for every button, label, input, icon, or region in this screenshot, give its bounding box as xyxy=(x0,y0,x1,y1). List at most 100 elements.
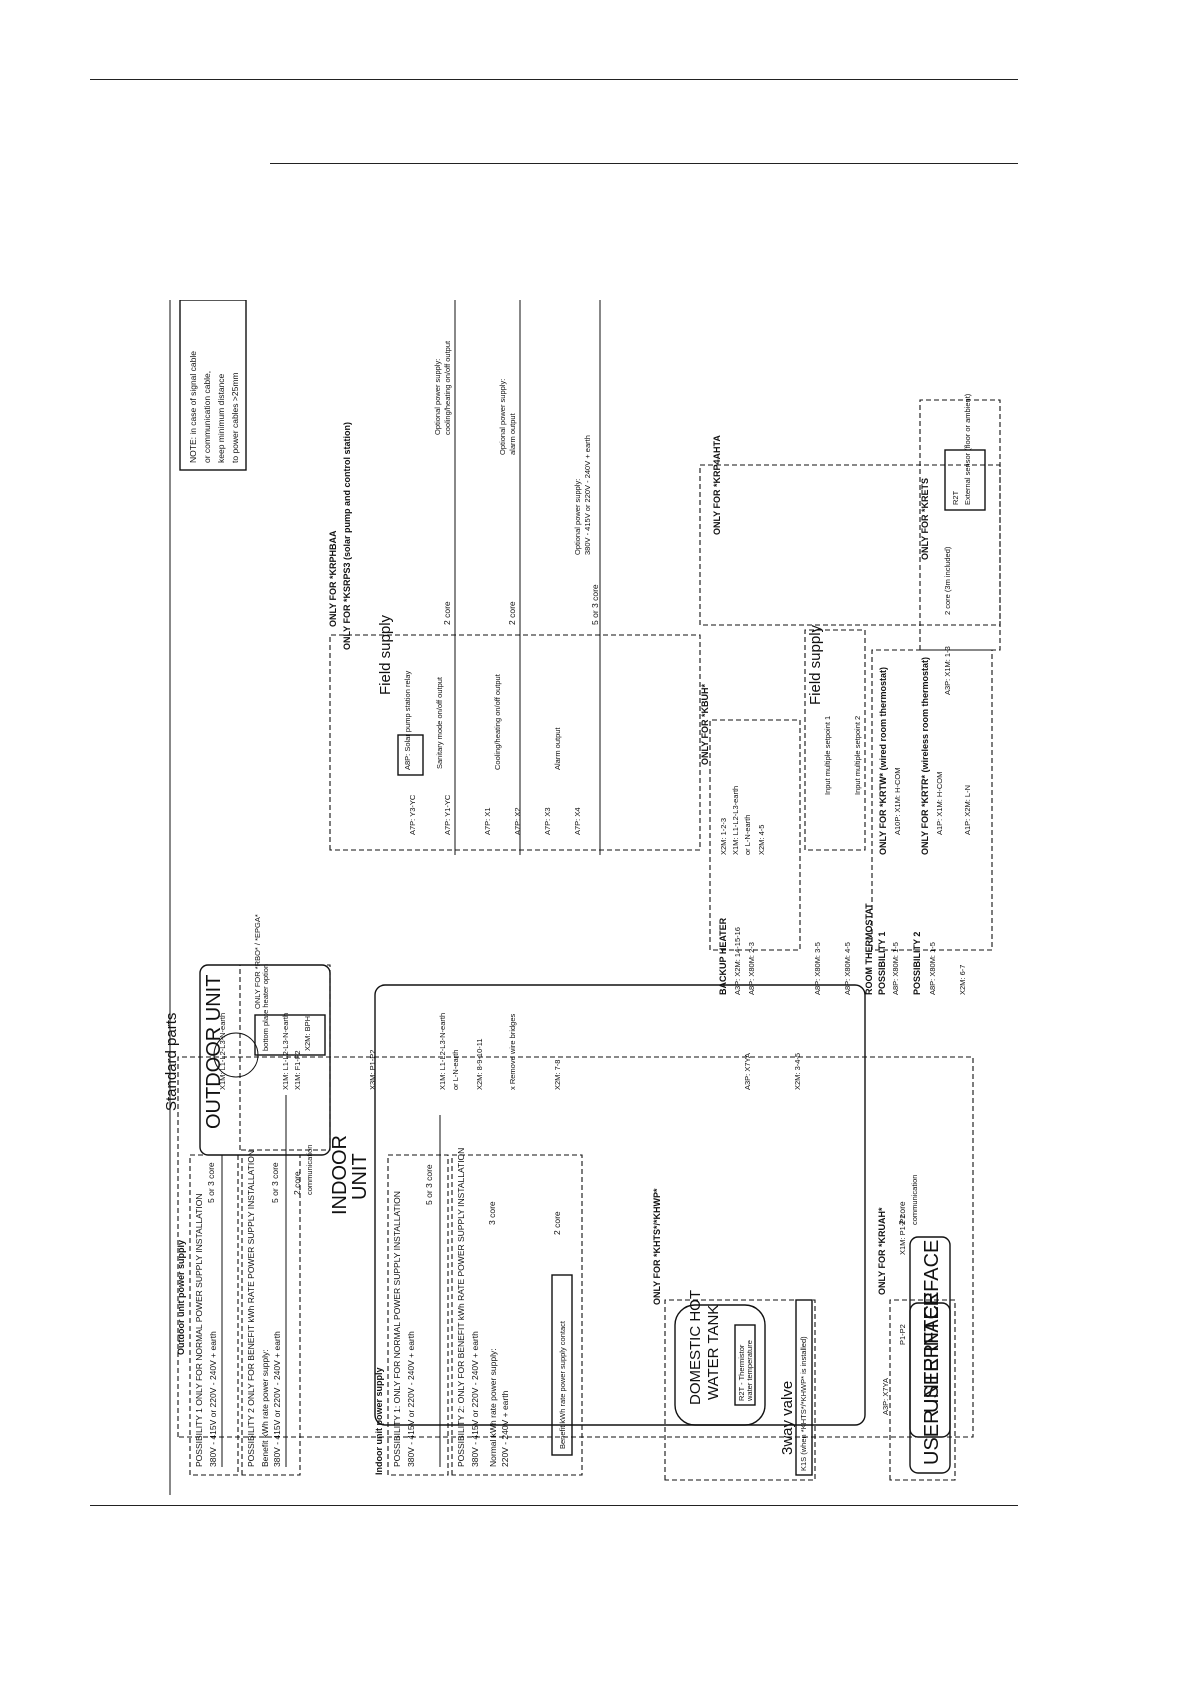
standard-parts-outline xyxy=(177,1056,974,1438)
r2t-ext: R2T xyxy=(951,490,960,505)
x2m-345: X2M: 3-4-5 xyxy=(793,1053,802,1090)
a1p-ln: A1P: X2M: L-N xyxy=(963,785,972,835)
benefit-v: 380V - 415V or 220V - 240V + earth xyxy=(272,1331,282,1467)
field-supply-2: Field supply xyxy=(807,624,824,705)
x1m-p1p2-label: X1M: P1-P2 xyxy=(898,1215,907,1255)
wiring-diagram-svg: NOTE: in case of signal cable or communi… xyxy=(163,300,1001,1495)
a8p-x80m-15b: A8P: X80M: 1-5 xyxy=(928,942,937,995)
user-interface-opt-label: USER INTERFACE xyxy=(921,1292,943,1465)
poss2-indoor-v: 380V - 415V or 220V - 240V + earth xyxy=(470,1331,480,1467)
poss1-indoor: POSSIBILITY 1: ONLY FOR NORMAL POWER SUP… xyxy=(392,1191,402,1467)
indoor-unit-box: INDOOR UNIT xyxy=(329,984,866,1426)
poss2-outdoor: POSSIBILITY 2 ONLY FOR BENEFIT kWh RATE … xyxy=(246,1150,256,1467)
dhw-label-2: WATER TANK xyxy=(705,1305,722,1400)
a7p-x4: A7P: X4 xyxy=(573,807,582,835)
input-sp2: Input multiple setpoint 2 xyxy=(853,716,862,795)
a7p-x2: A7P: X2 xyxy=(513,807,522,835)
poss1-indoor-v: 380V - 415V or 220V - 240V + earth xyxy=(406,1331,416,1467)
normal-supply: Normal kWh rate power supply: xyxy=(488,1348,498,1467)
only-krets: ONLY FOR *KRETS xyxy=(920,478,930,560)
opt-kbuh2: 380V - 415V or 220V - 240V + earth xyxy=(583,435,592,555)
two-core-comm: 2 core xyxy=(897,1201,907,1225)
bottom-rule xyxy=(90,1505,1018,1506)
opt-kbuh: Optional power supply: xyxy=(573,479,582,555)
user-interface-optional: ONLY FOR *KRUAH* USER INTERFACE P1-P2 2 … xyxy=(877,1175,956,1481)
a3p-x2m: A3P: X2M: 14-15-16 xyxy=(733,927,742,995)
field-supply-1: Field supply xyxy=(377,614,394,695)
note-line-4: to power cables >25mm xyxy=(230,373,240,463)
p1p2-label: P1-P2 xyxy=(898,1324,907,1345)
only-kbuh: ONLY FOR *KBUH* xyxy=(700,683,710,765)
poss1-outdoor: POSSIBILITY 1 ONLY FOR NORMAL POWER SUPP… xyxy=(194,1194,204,1468)
note-line-3: keep minimum distance xyxy=(216,373,226,463)
normal-v: 220V - 240V + earth xyxy=(500,1390,510,1467)
input-sp1: Input multiple setpoint 1 xyxy=(823,716,832,795)
opt-cool: Optional power supply: xyxy=(433,359,442,435)
x2m-8-11: X2M: 8-9-10-11 xyxy=(475,1038,484,1090)
indoor-unit-label-1: INDOOR xyxy=(329,1135,351,1215)
x1m-kbuh2: or L-N-earth xyxy=(743,815,752,855)
note-box: NOTE: in case of signal cable or communi… xyxy=(179,300,247,471)
a7p-x3: A7P: X3 xyxy=(543,807,552,835)
x2m-bph: X2M: BPH xyxy=(303,1016,312,1051)
two-core-3m: 2 core (3m included) xyxy=(943,546,952,615)
note-line-2: or communication cable, xyxy=(202,371,212,463)
only-krua: ONLY FOR *KRUAH* xyxy=(877,1207,887,1295)
x2m-123: X2M: 1-2-3 xyxy=(719,818,728,855)
wiring-diagram: NOTE: in case of signal cable or communi… xyxy=(160,300,1030,1495)
five-or-three-1: 5 or 3 core xyxy=(206,1162,216,1203)
a1p-hcom: A1P: X1M: H-COM xyxy=(935,772,944,835)
a8p-x80m-35: A8P: X80M: 3-5 xyxy=(813,942,822,995)
a8p-x80m-15: A8P: X80M: 1-5 xyxy=(891,942,900,995)
a3p-13: A3P: X1M: 1-3 xyxy=(943,646,952,695)
outdoor-power-supply: Outdoor unit power supply POSSIBILITY 1 … xyxy=(176,1013,302,1476)
only-ekhts: ONLY FOR *KHTS*/*KHWP* xyxy=(652,1188,662,1305)
options-ksrps3: ONLY FOR *KRPHBAA ONLY FOR *KSRPS3 (sola… xyxy=(328,422,701,851)
only-rpi: ONLY FOR *KRPHBAA xyxy=(328,530,338,627)
outdoor-dotted-area xyxy=(239,964,331,1151)
a3p-x7ya: A3P: X7YA xyxy=(881,1378,890,1415)
user-interface-label: USER INTERFACE xyxy=(921,1240,943,1413)
cooling-heating-label: Cooling/heating on/off output xyxy=(493,673,502,770)
possibility-1: POSSIBILITY 1 xyxy=(877,932,887,995)
five-or-three-2: 5 or 3 core xyxy=(270,1162,280,1203)
only-rbo: ONLY FOR *RBO* / *EPGA* xyxy=(253,914,262,1009)
backup-heater: BACKUP HEATER xyxy=(718,917,728,995)
poss1-outdoor-v: 380V - 415V or 220V - 240V + earth xyxy=(208,1331,218,1467)
bottom-plate-heater: ONLY FOR *RBO* / *EPGA* bottom plate hea… xyxy=(253,914,326,1056)
options-krets: ONLY FOR *KRETS 2 core (3m included) R2T… xyxy=(919,393,1001,651)
water-temp: water temperature xyxy=(745,1340,754,1402)
alarm-output-label: Alarm output xyxy=(553,727,562,770)
optional-supplies: Optional power supply: cooling/heating o… xyxy=(433,300,601,855)
x1m-l1-indoor: X1M: L1-L2-L3-N-earth xyxy=(438,1013,447,1090)
five-or-three-opt: 5 or 3 core xyxy=(590,584,600,625)
two-core-opt1: 2 core xyxy=(442,601,452,625)
x1m-l1-1: X1M: L1-L2-L3-N-earth xyxy=(218,1013,227,1090)
indoor-power-supply: Indoor unit power supply POSSIBILITY 1: … xyxy=(374,1013,583,1476)
opt-alarm: Optional power supply: xyxy=(498,379,507,455)
top-rule xyxy=(90,79,1018,80)
remove-bridges: x Remove wire bridges xyxy=(508,1013,517,1090)
x1m-l2-indoor: or L-N-earth xyxy=(451,1050,460,1090)
only-krtw: ONLY FOR *KRTW* (wired room thermostat) xyxy=(878,667,888,855)
indoor-unit-label-2: UNIT xyxy=(349,1153,371,1200)
only-krpahta: ONLY FOR *KRP4AHTA xyxy=(712,435,722,535)
a10p-hcom: A10P: X1M: H-COM xyxy=(893,767,902,835)
ext-sensor: External sensor (floor or ambient) xyxy=(963,393,972,505)
possibility-2: POSSIBILITY 2 xyxy=(912,932,922,995)
options-krpahta: ONLY FOR *KRP4AHTA xyxy=(699,435,1001,626)
five-or-three-3: 5 or 3 core xyxy=(424,1164,434,1205)
bottom-plate: bottom plate heater option xyxy=(261,964,270,1051)
note-line-1: NOTE: in case of signal cable xyxy=(188,351,198,463)
a7p-x1: A7P: X1 xyxy=(483,807,492,835)
poss2-indoor: POSSIBILITY 2: ONLY FOR BENEFIT kWh RATE… xyxy=(456,1148,466,1467)
options-thermostat: ROOM THERMOSTAT POSSIBILITY 1 A8P: X80M:… xyxy=(864,646,993,995)
dhw-label-1: DOMESTIC HOT xyxy=(687,1290,704,1405)
indoor-supply-title: Indoor unit power supply xyxy=(374,1368,384,1476)
benefit-contact: Benefit kWh rate power supply contact xyxy=(558,1320,567,1449)
only-krtr: ONLY FOR *KRTR* (wireless room thermosta… xyxy=(920,657,930,855)
only-ksrps3: ONLY FOR *KSRPS3 (solar pump and control… xyxy=(342,422,352,650)
x2m-7-8: X2M: 7-8 xyxy=(553,1060,562,1090)
options-setpoint: Field supply Input multiple setpoint 1 I… xyxy=(804,624,866,995)
three-core-1: 3 core xyxy=(487,1201,497,1225)
